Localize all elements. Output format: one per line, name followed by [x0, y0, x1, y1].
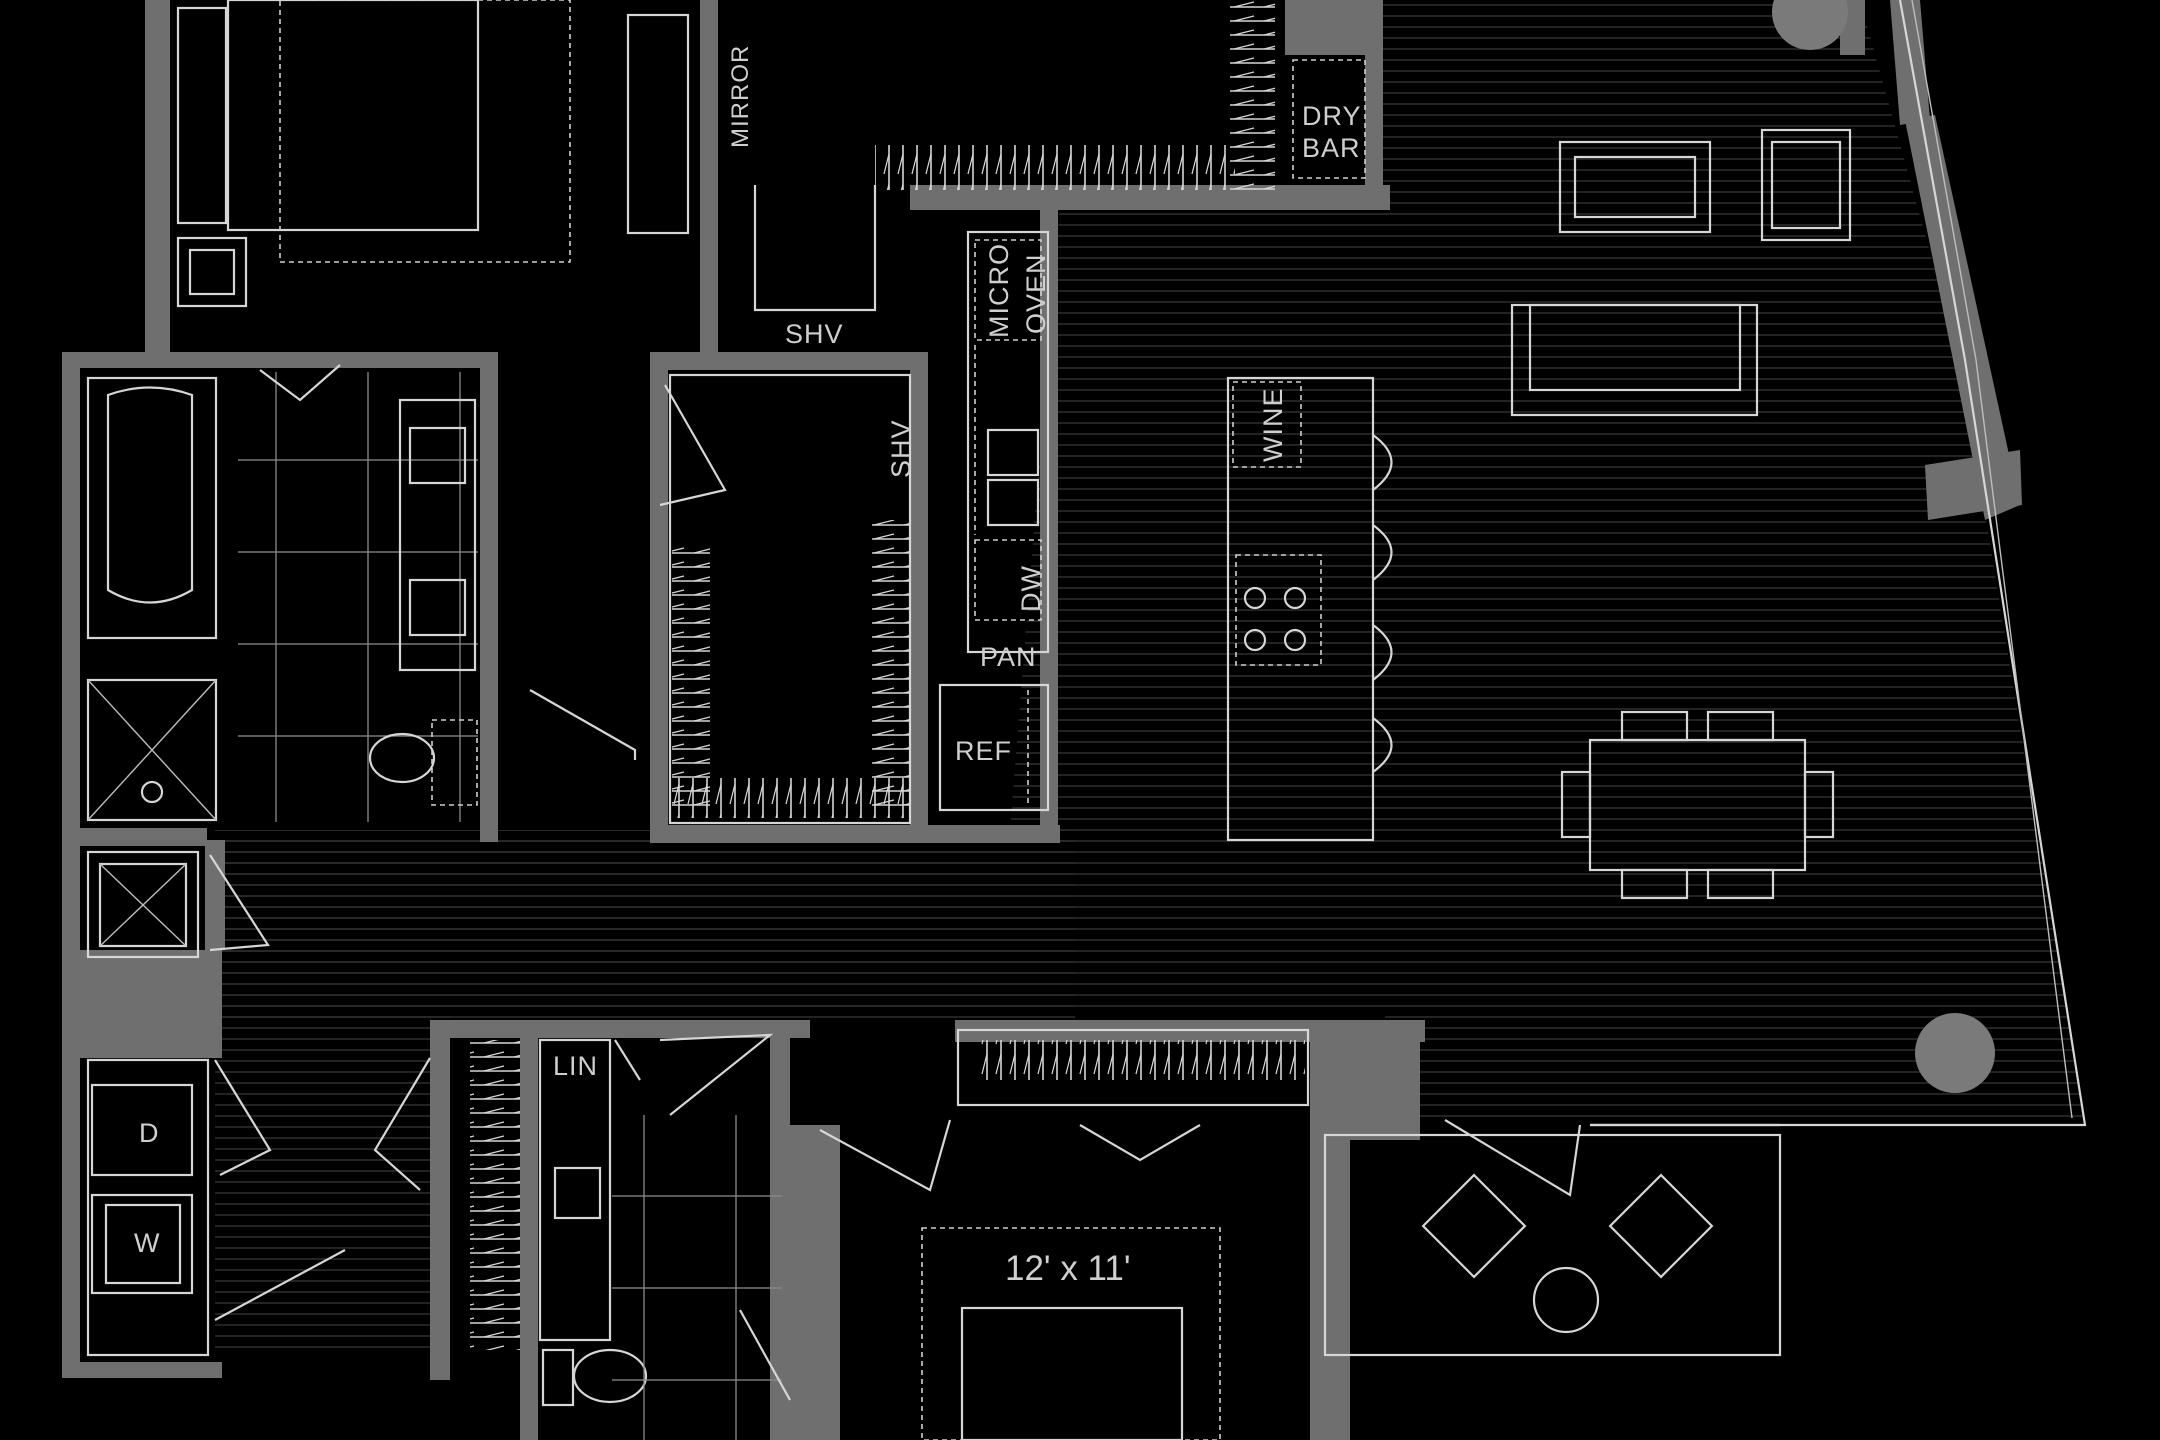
floor-hatch — [215, 0, 2085, 1350]
pantry-label: PAN — [980, 642, 1037, 672]
shelves-top-label: SHV — [785, 319, 844, 349]
walk-in-closet — [529, 373, 912, 825]
dining-table — [1560, 710, 1835, 900]
bath-secondary — [470, 1033, 791, 1440]
mirror-label: MIRROR — [727, 45, 754, 148]
bedroom-dimension-label: 12' x 11' — [1005, 1249, 1131, 1288]
dryer-label: D — [139, 1118, 160, 1148]
living-room-furniture — [1510, 128, 1852, 417]
dry-bar-label-line2: BAR — [1302, 133, 1361, 163]
column-bottom — [1915, 1013, 1995, 1093]
balcony — [1421, 1119, 1714, 1334]
bedroom-primary — [176, 0, 690, 308]
top-closet — [753, 0, 1275, 312]
washer-label: W — [134, 1228, 160, 1258]
linen-label: LIN — [553, 1051, 598, 1081]
dry-bar-counter — [1292, 59, 1366, 179]
dishwasher-label: DW — [1016, 565, 1046, 612]
shelves-closet-label: SHV — [886, 419, 916, 478]
oven-label: OVEN — [1021, 253, 1051, 334]
entry-closet — [86, 850, 270, 959]
microwave-label: MICRO — [984, 243, 1014, 338]
refrigerator-label: REF — [955, 736, 1012, 766]
laundry — [86, 1057, 431, 1357]
column-top — [1772, 0, 1848, 50]
primary-bath — [86, 364, 478, 822]
kitchen — [938, 230, 1393, 842]
exterior-outline — [1323, 0, 2087, 1357]
wine-label: WINE — [1258, 388, 1288, 463]
dry-bar-label-line1: DRY — [1302, 101, 1362, 131]
bedroom-secondary — [819, 1028, 1310, 1440]
